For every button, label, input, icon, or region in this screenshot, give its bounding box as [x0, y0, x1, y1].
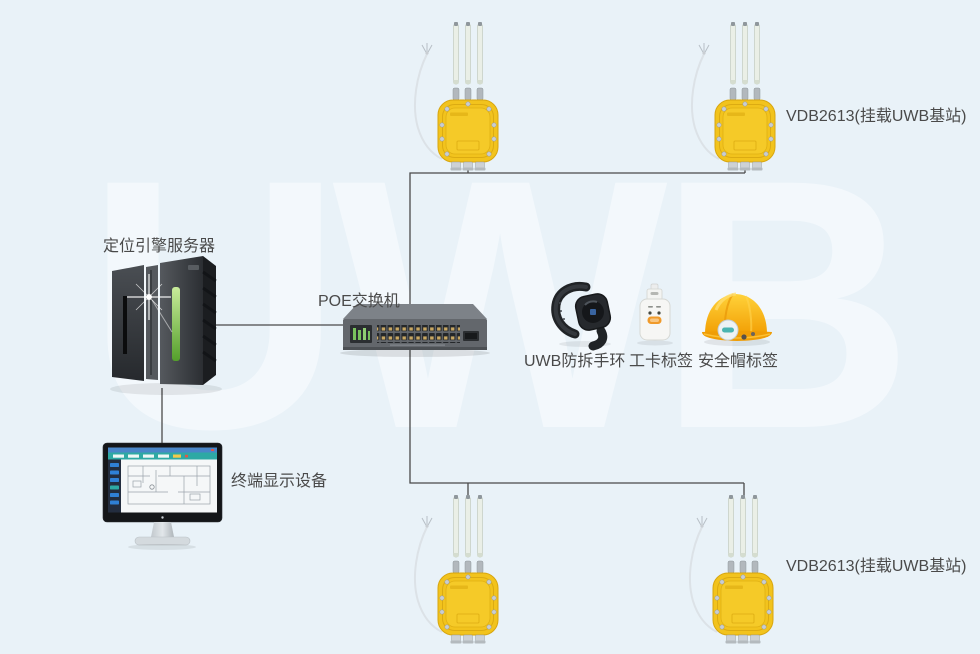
base-station-bottom-label: VDB2613(挂载UWB基站) [786, 558, 967, 575]
screen-sidebar-buttons [110, 463, 119, 505]
switch-rj45-ports [377, 325, 460, 343]
monitor-stand-base [134, 536, 191, 546]
base-station-top-left [413, 21, 499, 172]
server-tower [110, 256, 222, 395]
poe-switch-label: POE交换机 [318, 293, 400, 310]
uwb-wristband-device [551, 281, 612, 351]
base-station-top-right [690, 21, 776, 172]
base-station-bottom-right [688, 494, 774, 645]
server-led-strip [172, 287, 180, 361]
monitor-stand-neck [151, 522, 174, 537]
badge-tag-label: 工卡标签 [629, 353, 694, 370]
terminal-display-label: 终端显示设备 [231, 473, 328, 490]
safety-helmet-device [702, 292, 772, 346]
screen-floor-plan [127, 465, 211, 505]
server-label: 定位引擎服务器 [103, 238, 216, 255]
server-sparkle [127, 274, 173, 333]
screen-toolbar-buttons [113, 454, 188, 458]
base-station-bottom-left [413, 494, 499, 645]
terminal-monitor [102, 442, 223, 550]
wristband-label: UWB防拆手环 [524, 353, 626, 370]
base-station-top-label: VDB2613(挂载UWB基站) [786, 108, 967, 125]
link-bottom-stations-bus [409, 350, 745, 497]
helmet-tag-label: 安全帽标签 [698, 353, 779, 370]
poe-switch-device [340, 304, 490, 357]
badge-tag-device [637, 283, 673, 346]
